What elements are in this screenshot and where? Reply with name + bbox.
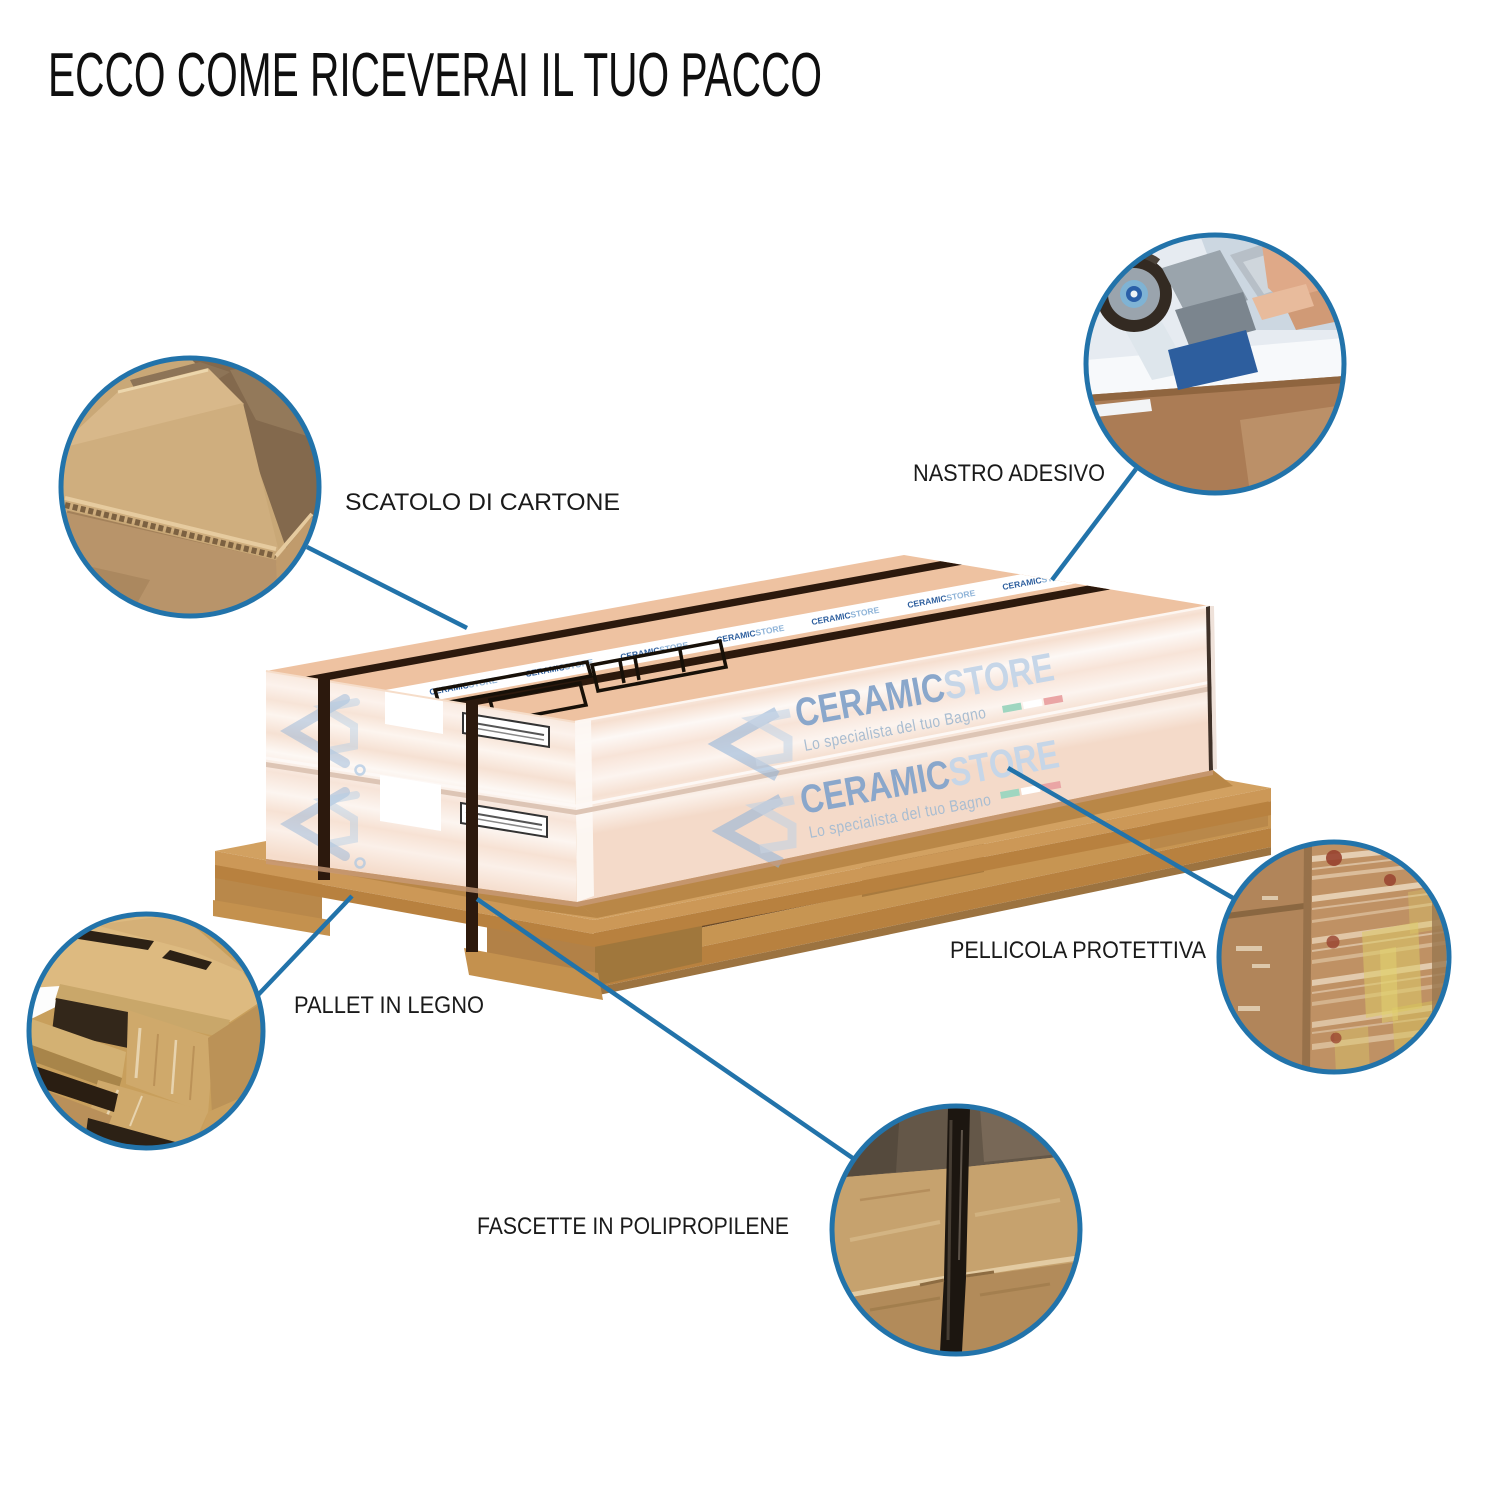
svg-text:FASCETTE IN POLIPROPILENE: FASCETTE IN POLIPROPILENE — [477, 1213, 789, 1240]
svg-text:ECCO COME RICEVERAI IL TUO PAC: ECCO COME RICEVERAI IL TUO PACCO — [48, 41, 822, 110]
svg-text:SCATOLO DI CARTONE: SCATOLO DI CARTONE — [345, 489, 620, 516]
svg-text:PELLICOLA PROTETTIVA: PELLICOLA PROTETTIVA — [950, 937, 1207, 964]
svg-text:NASTRO ADESIVO: NASTRO ADESIVO — [913, 460, 1105, 487]
svg-text:PALLET IN LEGNO: PALLET IN LEGNO — [294, 992, 484, 1019]
